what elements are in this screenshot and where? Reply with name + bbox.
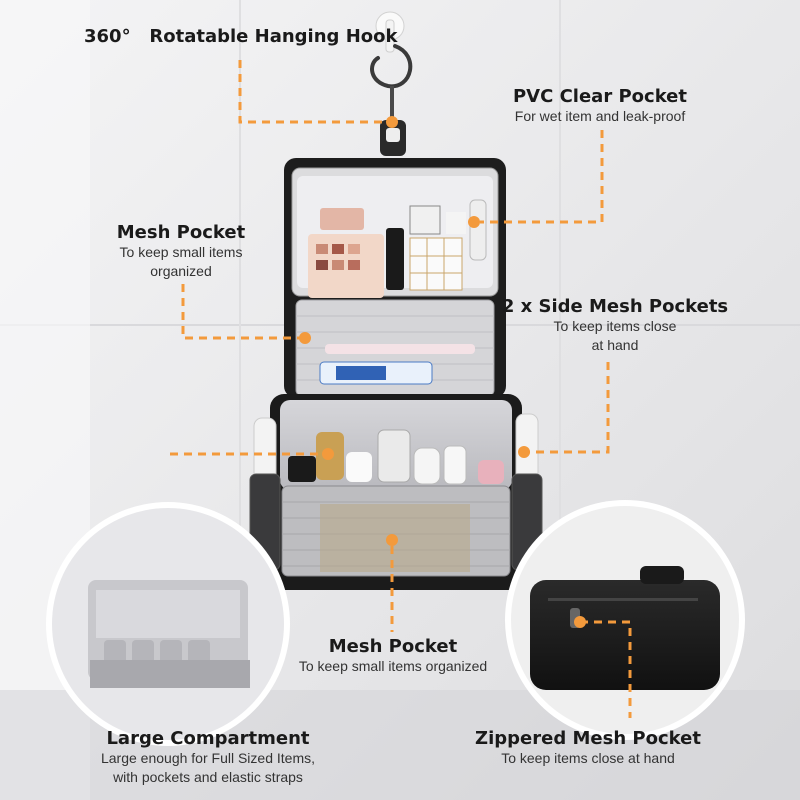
pvc-sub: For wet item and leak-proof	[514, 108, 686, 124]
large-title: Large Compartment	[106, 728, 310, 749]
mesh-bottom-sub: To keep small items organized	[298, 658, 488, 674]
feature-pvc: PVC Clear Pocket For wet item and leak-p…	[490, 86, 710, 126]
feature-large: Large Compartment Large enough for Full …	[70, 728, 346, 787]
mesh-top-title: Mesh Pocket	[116, 222, 246, 243]
side-sub2: at hand	[591, 337, 639, 353]
inset-large-compartment	[46, 502, 290, 746]
mesh-bottom-title: Mesh Pocket	[328, 636, 458, 657]
large-sub1: Large enough for Full Sized Items,	[100, 750, 315, 766]
mesh-top-sub1: To keep small items	[119, 244, 243, 260]
hanging-hook-icon	[370, 11, 413, 156]
toiletry-bag-icon	[249, 158, 543, 590]
pvc-title: PVC Clear Pocket	[512, 86, 687, 107]
side-sub1: To keep items close	[553, 318, 677, 334]
mesh-top-sub2: organized	[150, 263, 212, 279]
zipper-sub: To keep items close at hand	[501, 750, 675, 766]
zipper-title: Zippered Mesh Pocket	[475, 728, 701, 749]
large-sub2: with pockets and elastic straps	[113, 769, 303, 785]
feature-zipper: Zippered Mesh Pocket To keep items close…	[466, 728, 710, 768]
hook-title: Rotatable Hanging Hook	[149, 26, 398, 47]
feature-mesh-top: Mesh Pocket To keep small items organize…	[90, 222, 272, 281]
feature-hook: 360° Rotatable Hanging Hook	[84, 26, 397, 47]
feature-mesh-bottom: Mesh Pocket To keep small items organize…	[270, 636, 516, 676]
side-title: 2 x Side Mesh Pockets	[501, 296, 729, 317]
hook-degree: 360°	[84, 26, 131, 47]
feature-side: 2 x Side Mesh Pockets To keep items clos…	[500, 296, 730, 355]
inset-zippered-pocket	[505, 500, 745, 740]
